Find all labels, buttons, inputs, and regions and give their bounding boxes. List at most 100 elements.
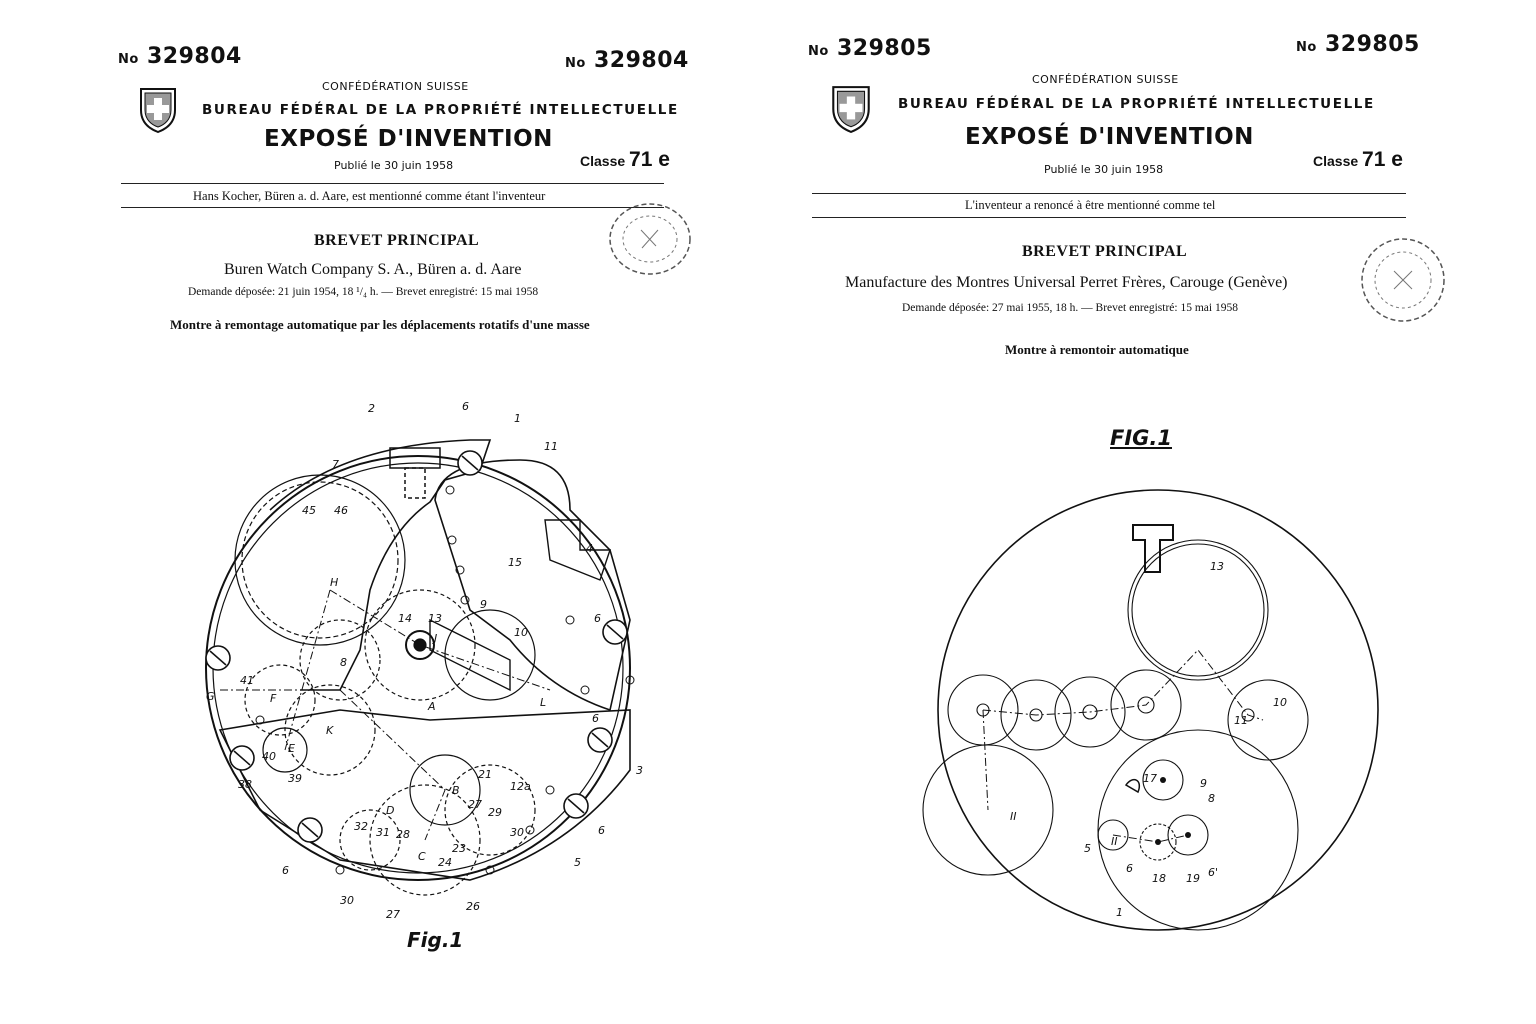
callout-label: 27 (468, 798, 482, 811)
callout-label: II (1111, 835, 1118, 848)
callout-label: 5 (1084, 842, 1091, 855)
header-divider-bottom (121, 207, 664, 208)
header-divider-bottom (812, 217, 1406, 218)
expose-heading: EXPOSÉ D'INVENTION (965, 124, 1254, 150)
bureau-heading: BUREAU FÉDÉRAL DE LA PROPRIÉTÉ INTELLECT… (898, 96, 1375, 112)
callout-label: L (540, 696, 546, 709)
patent-number-right: No 329804 (565, 48, 689, 73)
patent-owner: Manufacture des Montres Universal Perret… (845, 274, 1288, 292)
callout-label: 4 (586, 542, 593, 555)
callout-label: 8 (1208, 792, 1215, 805)
patent-page-329804: No 329804 No 329804 CONFÉDÉRATION SUISSE… (0, 0, 768, 1024)
callout-label: 2 (368, 402, 375, 415)
callout-label: 11 (544, 440, 558, 453)
figure-label: FIG.1 (1110, 426, 1172, 450)
callout-label: 29 (488, 806, 502, 819)
callout-label: 6 (598, 824, 605, 837)
patent-number-right: No 329805 (1296, 32, 1420, 57)
callout-label: 18 (1152, 872, 1166, 885)
callout-label: II (1010, 810, 1017, 823)
callout-label: 15 (508, 556, 522, 569)
callout-label: 5 (574, 856, 581, 869)
header-divider-top (812, 193, 1406, 194)
patent-number-left: No 329805 (808, 36, 932, 61)
inventor-line: L'inventeur a renoncé à être mentionné c… (965, 198, 1215, 213)
zurich-stamp-icon (606, 200, 694, 278)
callout-label: D (386, 804, 394, 817)
callout-label: 19 (1186, 872, 1200, 885)
filing-dates: Demande déposée: 21 juin 1954, 18 ¹/₄ h.… (188, 286, 538, 298)
stem-left (405, 468, 425, 498)
callout-label: B (452, 784, 460, 797)
callout-label: 6' (1208, 866, 1218, 879)
train-axis (983, 650, 1263, 720)
confederation-label: CONFÉDÉRATION SUISSE (322, 80, 469, 93)
invention-title: Montre à remontoir automatique (1005, 342, 1189, 358)
brevet-principal-heading: BREVET PRINCIPAL (314, 232, 479, 250)
axis-h-l (330, 590, 550, 690)
callout-label: 30 (510, 826, 524, 839)
confederation-label: CONFÉDÉRATION SUISSE (1032, 73, 1179, 86)
figure-label: Fig.1 (407, 928, 463, 952)
callout-label: 45 (302, 504, 316, 517)
patent-number-left: No 329804 (118, 44, 242, 69)
callout-label: 28 (396, 828, 410, 841)
callout-label: 32 (354, 820, 368, 833)
callout-label: H (330, 576, 338, 589)
bureau-heading: BUREAU FÉDÉRAL DE LA PROPRIÉTÉ INTELLECT… (202, 102, 679, 118)
header-divider-top (121, 183, 664, 184)
callout-label: 38 (238, 778, 252, 791)
gear-d (340, 810, 400, 870)
callout-label: K (326, 724, 334, 737)
publication-date: Publié le 30 juin 1958 (1044, 163, 1163, 176)
callout-label: 17 (1143, 772, 1157, 785)
callout-label: F (270, 692, 277, 705)
publication-date: Publié le 30 juin 1958 (334, 159, 453, 172)
callout-label: 14 (398, 612, 412, 625)
callout-label: 13 (1210, 560, 1224, 573)
callout-label: 3 (636, 764, 643, 777)
gear-13 (1128, 540, 1268, 680)
callout-label: 8 (340, 656, 347, 669)
callout-label: 1 (1116, 906, 1123, 919)
click-spring-17 (1126, 780, 1139, 792)
filing-dates: Demande déposée: 27 mai 1955, 18 h. — Br… (902, 302, 1238, 314)
brevet-principal-heading: BREVET PRINCIPAL (1022, 243, 1187, 261)
callout-label: 30 (340, 894, 354, 907)
stem-cap-left (390, 448, 440, 468)
callout-label: A (427, 700, 436, 713)
callout-label: 6 (282, 864, 289, 877)
callout-label: 13 (428, 612, 442, 625)
callout-label: 6 (594, 612, 601, 625)
swiss-coat-of-arms-icon (138, 86, 178, 134)
watch-movement-drawing: 1310111798II5II618196'1 (928, 480, 1388, 940)
callout-label: E (288, 742, 295, 755)
callout-label: 40 (262, 750, 276, 763)
callout-label: 7 (332, 458, 339, 471)
callout-label: 31 (376, 826, 390, 839)
callout-label: G (206, 690, 215, 703)
patent-page-329805: No 329805 No 329805 CONFÉDÉRATION SUISSE… (768, 0, 1536, 1024)
bridge-2 (270, 440, 490, 690)
inventor-line: Hans Kocher, Büren a. d. Aare, est menti… (193, 189, 545, 204)
classe-label: Classe 71 e (1313, 148, 1403, 172)
callout-label: C (418, 850, 426, 863)
callout-label: 27 (386, 908, 400, 921)
callout-label: 6 (592, 712, 599, 725)
callout-label: 9 (1200, 777, 1207, 790)
classe-label: Classe 71 e (580, 148, 670, 172)
center-arbor (414, 639, 426, 651)
callout-label: 1 (514, 412, 521, 425)
callout-label: 26 (466, 900, 480, 913)
callout-label: 23 (452, 842, 466, 855)
callout-label: 6 (462, 400, 469, 413)
movement-outline (938, 490, 1378, 930)
callout-label: 41 (240, 674, 254, 687)
callout-label: 11 (1234, 714, 1248, 727)
zurich-stamp-icon (1358, 235, 1448, 325)
axis-lower (1113, 835, 1188, 842)
callout-label: 46 (334, 504, 348, 517)
barrel-45 (235, 475, 405, 645)
watch-movement-drawing: 2611174546415H91413J106841GFLKA640E39383… (190, 390, 660, 930)
gear-13-inner (1132, 544, 1264, 676)
